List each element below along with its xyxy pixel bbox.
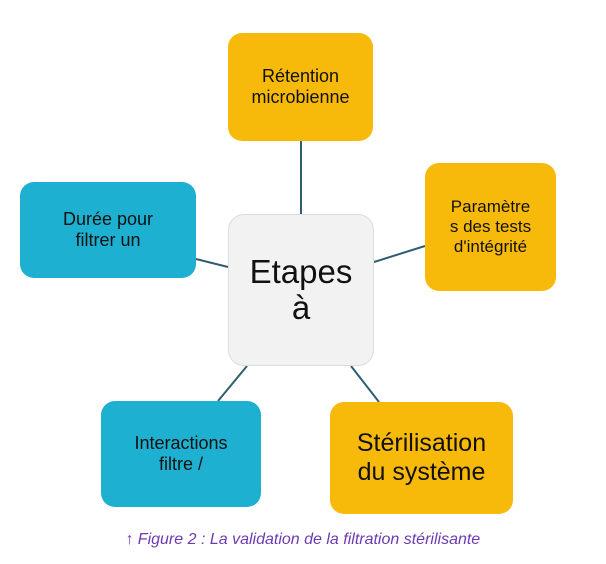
connector-right-upper (373, 245, 426, 263)
center-node-label: Etapes à (249, 253, 353, 326)
node-label: Stérilisation du système (356, 428, 487, 487)
node-filter-interactions: Interactions filtre / (101, 401, 261, 507)
figure-caption-text: Figure 2 : La validation de la filtratio… (137, 531, 481, 548)
node-filtration-duration: Durée pour filtrer un (20, 182, 196, 278)
node-label: Rétention microbienne (251, 65, 350, 107)
node-label: Paramètre s des tests d'intégrité (449, 196, 532, 257)
center-node: Etapes à (228, 214, 374, 366)
node-system-sterilization: Stérilisation du système (330, 402, 513, 514)
node-integrity-test-parameters: Paramètre s des tests d'intégrité (425, 163, 556, 291)
connector-left-lower (217, 365, 248, 402)
arrow-up-icon: ↑ (125, 531, 134, 548)
node-label: Durée pour filtrer un (62, 208, 154, 250)
connector-left-upper (195, 258, 229, 268)
node-microbial-retention: Rétention microbienne (228, 33, 373, 141)
connector-right-lower (350, 365, 380, 403)
node-label: Interactions filtre / (134, 432, 228, 474)
figure-caption: ↑Figure 2 : La validation de la filtrati… (0, 531, 606, 549)
